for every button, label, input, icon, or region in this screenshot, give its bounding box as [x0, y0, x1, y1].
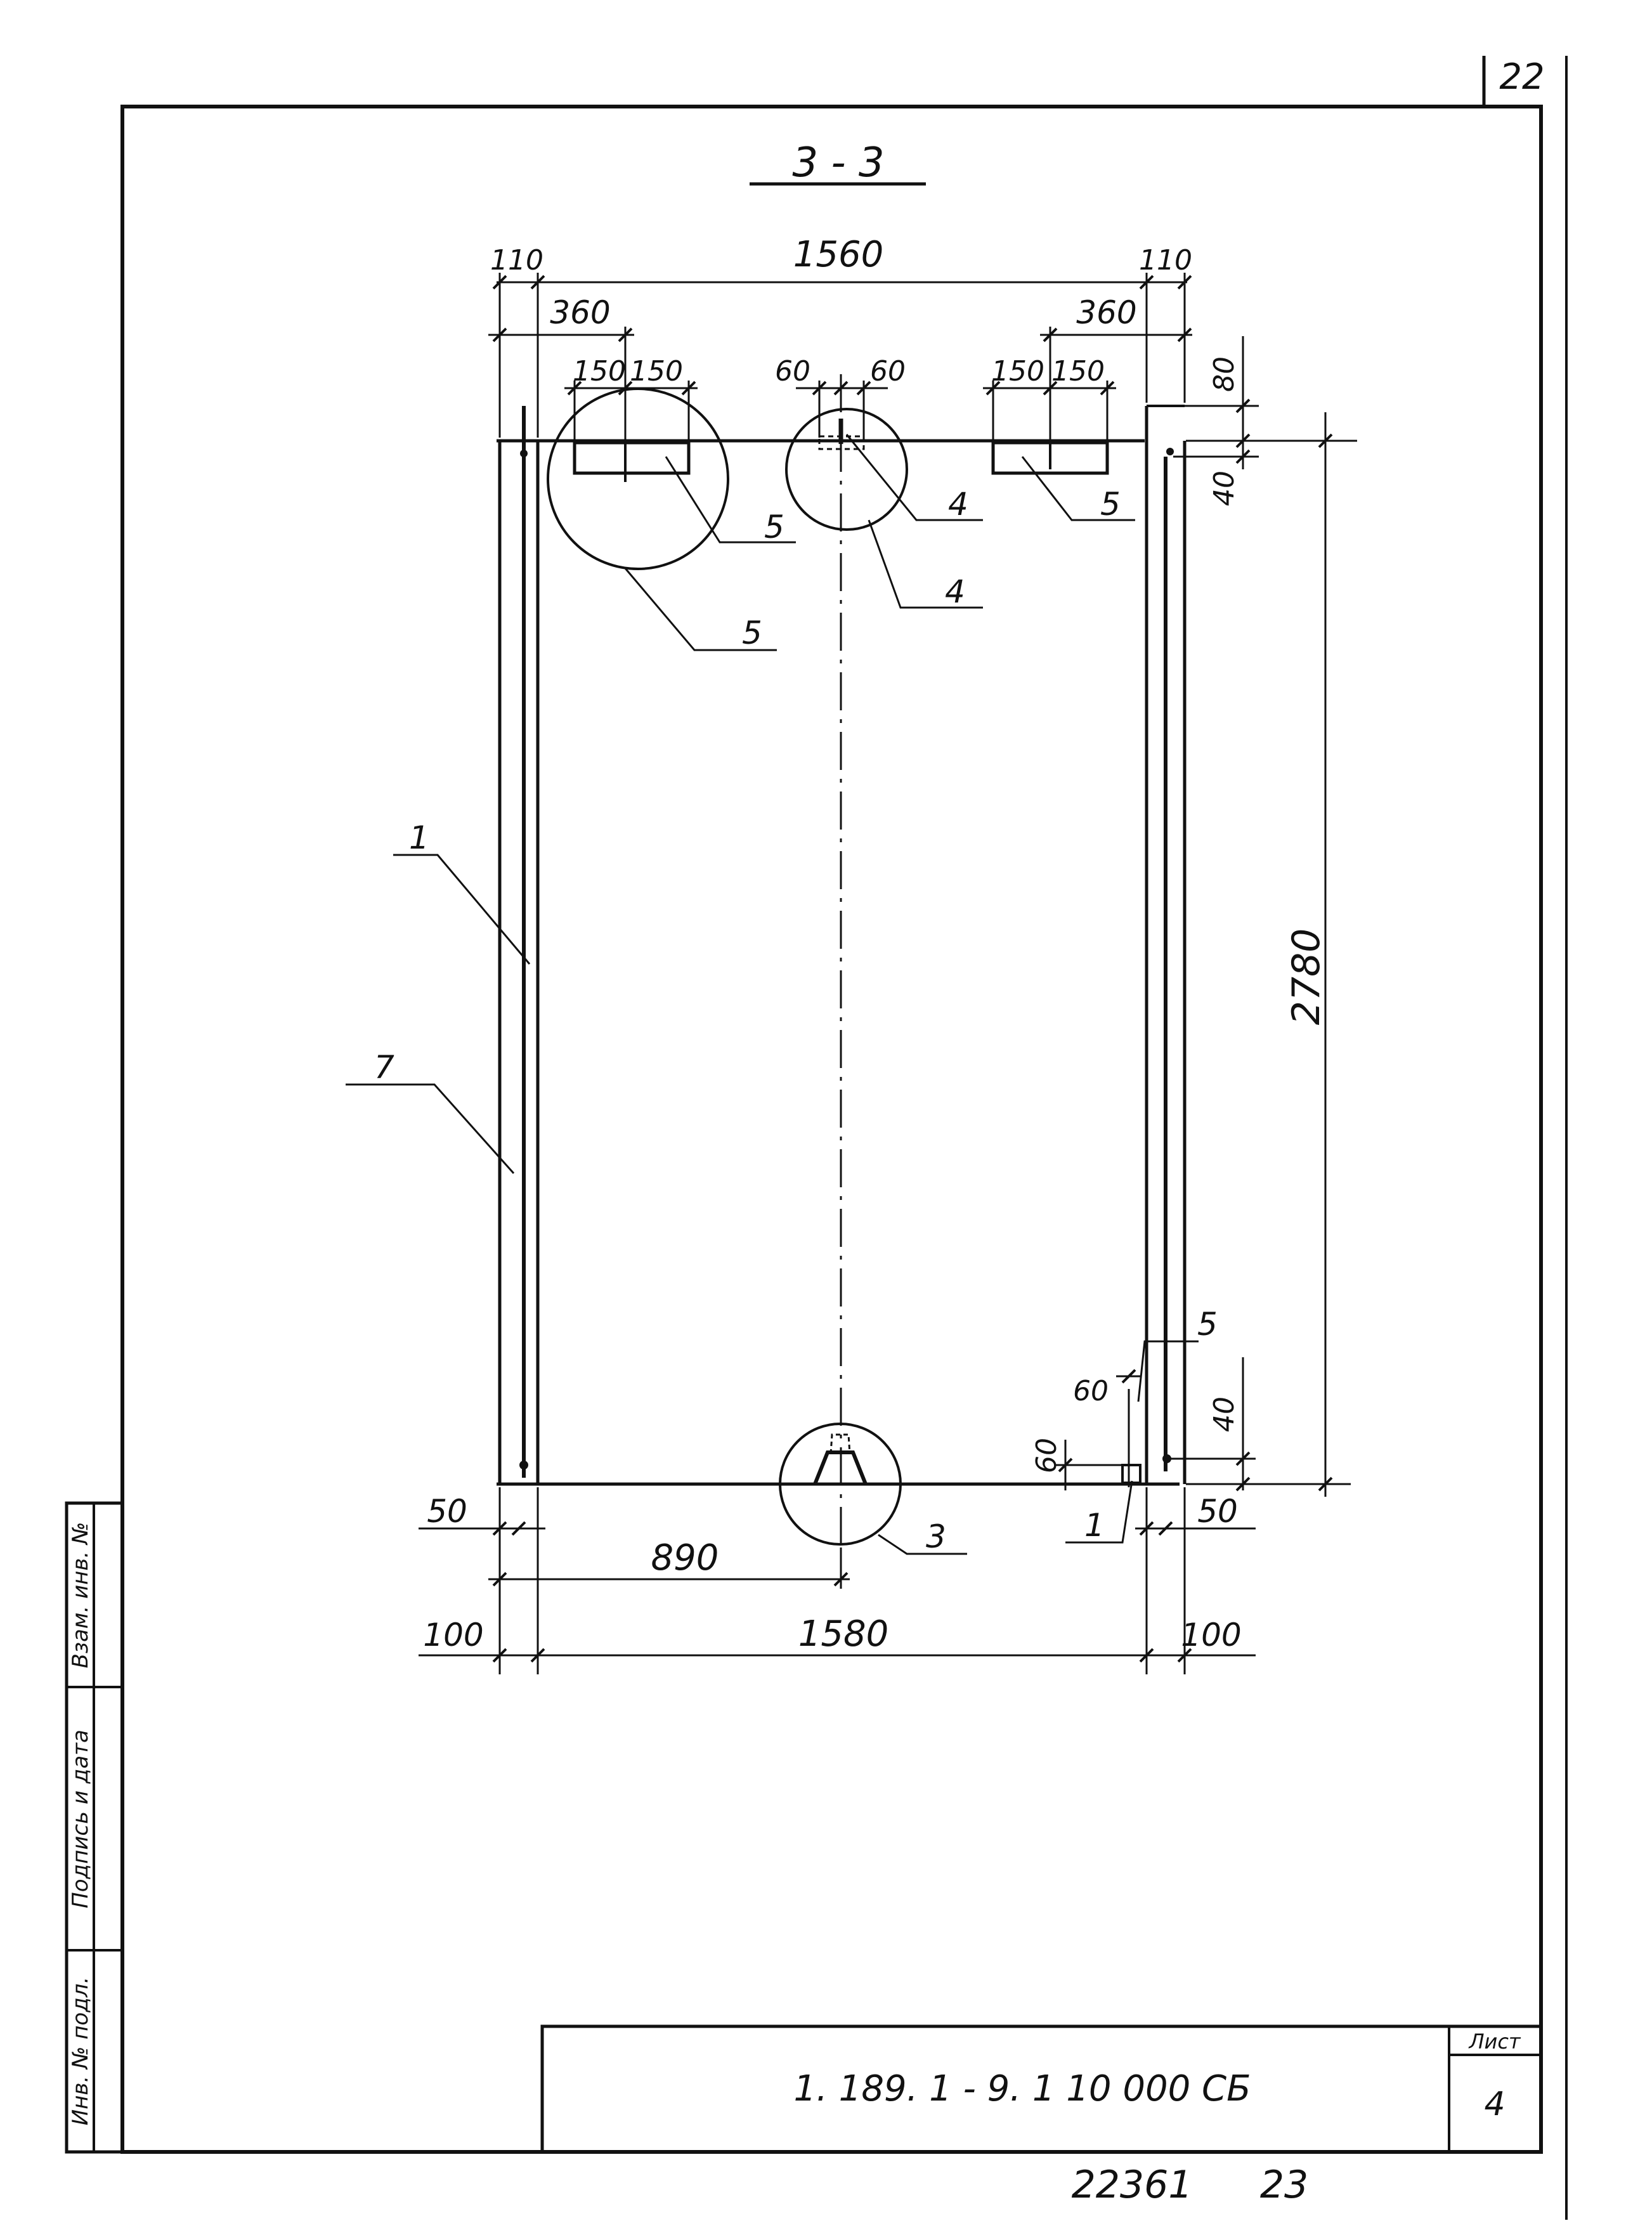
callout-5-small-left: 5 — [764, 509, 784, 545]
callout-4-small: 4 — [948, 486, 968, 523]
side-stamp — [65, 1501, 124, 2154]
dimension-lines — [419, 273, 1357, 1674]
footer-code-1: 22361 — [1072, 2163, 1193, 2207]
side-stamp-col1: Инв. № подл. — [68, 1977, 93, 2126]
sheet-label: Лист — [1468, 2030, 1521, 2054]
side-stamp-col3: Взам. инв. № — [68, 1522, 93, 1669]
dim-top-left-edge: 110 — [490, 244, 543, 277]
dimension-ticks — [492, 275, 1333, 1663]
dim-top-left-150a: 150 — [573, 355, 626, 388]
dim-top-right-150a: 150 — [991, 355, 1044, 388]
dim-top-mid-60a: 60 — [775, 355, 810, 388]
callout-7-left: 7 — [374, 1049, 394, 1086]
callout-1-left: 1 — [409, 819, 429, 856]
bottom-mounting-loop — [813, 1433, 1141, 1485]
dim-top-left-360: 360 — [550, 294, 610, 331]
sheet-frame — [120, 56, 1568, 2220]
dim-bottom-overall: 1580 — [798, 1613, 889, 1655]
dim-top-overall: 1560 — [793, 234, 884, 275]
dim-top-mid-60b: 60 — [870, 355, 906, 388]
callout-5-large: 5 — [742, 615, 762, 651]
dim-top-left-150b: 150 — [630, 355, 683, 388]
callout-1-bottom: 1 — [1084, 1507, 1105, 1544]
footer-code-2: 23 — [1260, 2163, 1308, 2207]
title-block — [540, 2024, 1543, 2154]
callout-4-large: 4 — [945, 573, 965, 610]
side-stamp-col2: Подпись и дата — [68, 1730, 93, 1908]
dim-bottom-left-50: 50 — [427, 1493, 467, 1530]
callout-leaders — [346, 434, 1199, 1555]
callout-5-small-right: 5 — [1100, 486, 1121, 523]
dim-top-right-150b: 150 — [1051, 355, 1105, 388]
dim-bottom-60-h: 60 — [1073, 1375, 1109, 1407]
dim-bottom-right-100: 100 — [1181, 1617, 1241, 1653]
callout-3-bottom: 3 — [926, 1518, 946, 1555]
dim-right-40-top: 40 — [1208, 471, 1240, 506]
dim-bottom-right-50: 50 — [1197, 1493, 1238, 1530]
top-embedded-parts — [573, 419, 1109, 482]
dim-top-right-360: 360 — [1076, 294, 1136, 331]
panel-section — [497, 374, 1187, 1548]
dim-right-40-bottom: 40 — [1208, 1397, 1240, 1432]
dim-top-right-edge: 110 — [1139, 244, 1192, 277]
sheet-corner-number: 22 — [1499, 56, 1544, 98]
dim-right-80: 80 — [1208, 356, 1240, 392]
sheet-number: 4 — [1484, 2085, 1505, 2123]
dim-bottom-60-v: 60 — [1031, 1438, 1063, 1473]
section-title: 3 - 3 — [792, 140, 884, 186]
dim-bottom-890: 890 — [651, 1537, 719, 1579]
detail-circles — [547, 388, 908, 1546]
doc-code: 1. 189. 1 - 9. 1 10 000 СБ — [793, 2068, 1251, 2109]
dim-bottom-left-100: 100 — [423, 1617, 483, 1653]
callout-5-bottom-right: 5 — [1197, 1306, 1218, 1343]
dim-height: 2780 — [1284, 929, 1329, 1026]
